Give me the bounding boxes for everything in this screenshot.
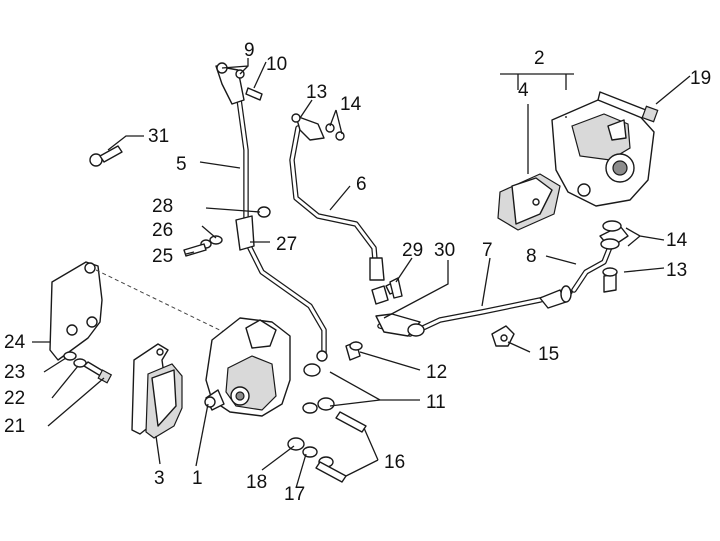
callout-18: 18 [246, 472, 267, 493]
callout-10: 10 [266, 54, 287, 75]
fixing-screw [89, 145, 123, 167]
middle-brake-hose [289, 113, 385, 281]
banjo-screw [345, 341, 363, 361]
callout-4: 4 [518, 80, 529, 101]
rear-brake-hose [371, 279, 573, 337]
callout-1: 1 [192, 468, 203, 489]
callout-27: 27 [276, 234, 297, 255]
pump-screw [597, 91, 659, 123]
callout-13-right: 13 [666, 260, 687, 281]
callout-8: 8 [526, 246, 537, 267]
caliper-screws [315, 411, 367, 483]
callout-24: 24 [4, 332, 26, 353]
callout-30: 30 [434, 240, 455, 261]
callout-26: 26 [152, 220, 173, 241]
callout-17: 17 [284, 484, 305, 505]
callout-23: 23 [4, 362, 25, 383]
caliper-bracket-plate [49, 261, 103, 361]
bleed-screw [389, 277, 403, 299]
callout-5: 5 [176, 154, 187, 175]
callout-31: 31 [148, 126, 169, 147]
brake-pads [131, 343, 183, 439]
callout-15: 15 [538, 344, 559, 365]
callout-9: 9 [244, 40, 255, 61]
callout-6: 6 [356, 174, 367, 195]
callout-13-top: 13 [306, 82, 327, 103]
callout-22: 22 [4, 388, 25, 409]
callout-14-top: 14 [340, 94, 362, 115]
callout-2: 2 [534, 48, 545, 69]
short-brake-hose [571, 220, 629, 293]
callout-16: 16 [384, 452, 405, 473]
callout-12: 12 [426, 362, 447, 383]
hose-clip [491, 325, 515, 347]
copper-washers [287, 363, 335, 468]
mounting-screw [63, 351, 113, 384]
callout-7: 7 [482, 240, 493, 261]
callout-21: 21 [4, 416, 25, 437]
callout-3: 3 [154, 468, 165, 489]
callout-29: 29 [402, 240, 423, 261]
leader-lines [32, 58, 691, 489]
callout-14-right: 14 [666, 230, 688, 251]
brake-caliper [204, 317, 291, 417]
callout-25: 25 [152, 246, 173, 267]
pump-pads [497, 173, 561, 231]
brake-pump-assembly [551, 99, 655, 207]
callout-28: 28 [152, 196, 173, 217]
front-brake-hose [215, 62, 328, 362]
callout-11: 11 [426, 392, 446, 413]
callout-19: 19 [690, 68, 711, 89]
